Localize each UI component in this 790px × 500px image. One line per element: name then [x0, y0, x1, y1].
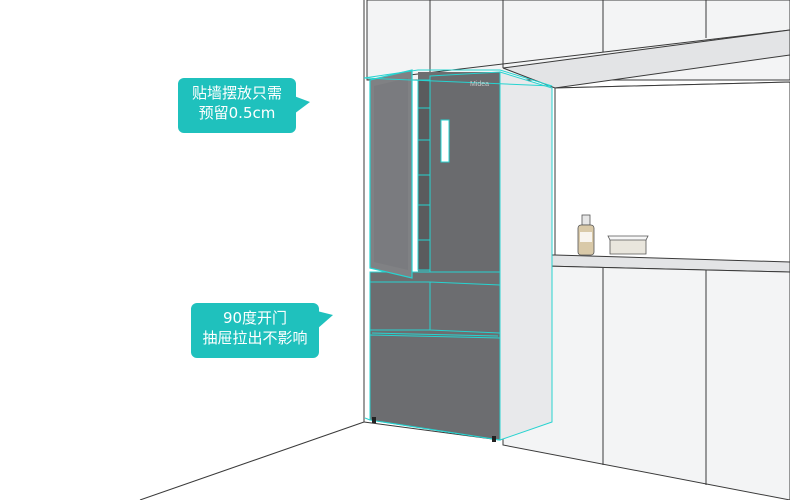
food-container: [607, 235, 649, 255]
fridge-right-door: [429, 71, 501, 273]
callout-bottom-line1: 90度开门: [222, 309, 288, 327]
fridge-foot: [372, 417, 376, 423]
callout-top-line1: 贴墙摆放只需: [191, 84, 282, 102]
bottle: [577, 214, 595, 256]
callout-top-line2: 预留0.5cm: [198, 104, 276, 122]
fridge-body: [369, 71, 501, 441]
callout-bottom-line2: 抽屉拉出不影响: [202, 329, 308, 347]
callout-door-opening: 90度开门 抽屉拉出不影响: [191, 303, 333, 358]
gap-outline: [363, 69, 553, 87]
left-drawer: [369, 281, 431, 331]
fridge-handle: [440, 119, 450, 163]
fridge-foot: [492, 436, 496, 442]
upper-cabinets: [366, 0, 790, 89]
right-drawer: [429, 281, 501, 334]
fridge-side: [499, 71, 553, 441]
back-wall: [554, 81, 790, 263]
bottom-drawer: [369, 334, 501, 441]
callout-wall-clearance: 贴墙摆放只需 预留0.5cm: [178, 78, 310, 133]
brand-logo-text: Midea: [470, 81, 489, 88]
